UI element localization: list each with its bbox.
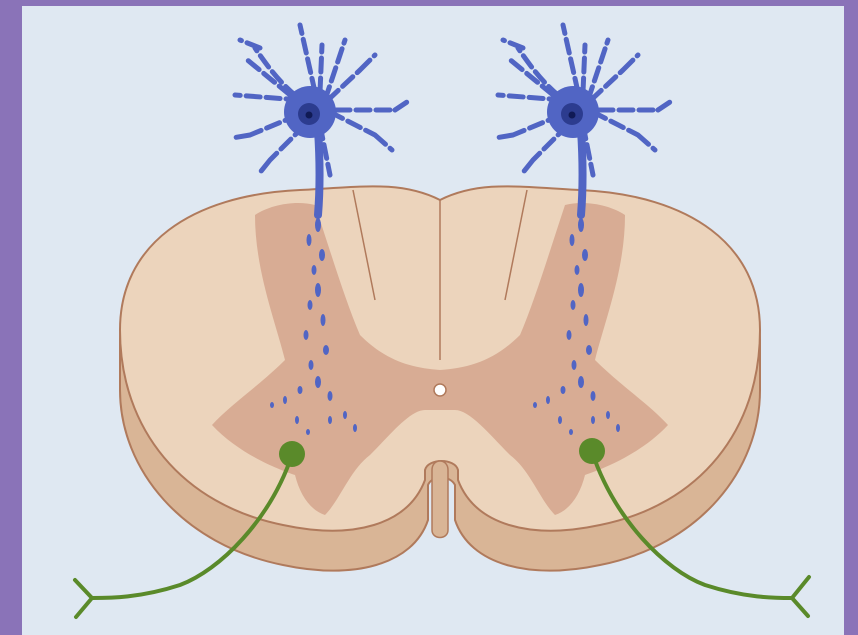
axon-right xyxy=(581,130,583,215)
nucleolus-right xyxy=(569,112,576,119)
nucleolus-left xyxy=(306,112,313,119)
anterior-median-fissure xyxy=(432,461,448,538)
lower-soma-left xyxy=(279,441,305,467)
central-canal xyxy=(434,384,446,396)
axon-left xyxy=(318,130,320,215)
lower-soma-right xyxy=(579,438,605,464)
diagram-panel xyxy=(22,6,844,635)
